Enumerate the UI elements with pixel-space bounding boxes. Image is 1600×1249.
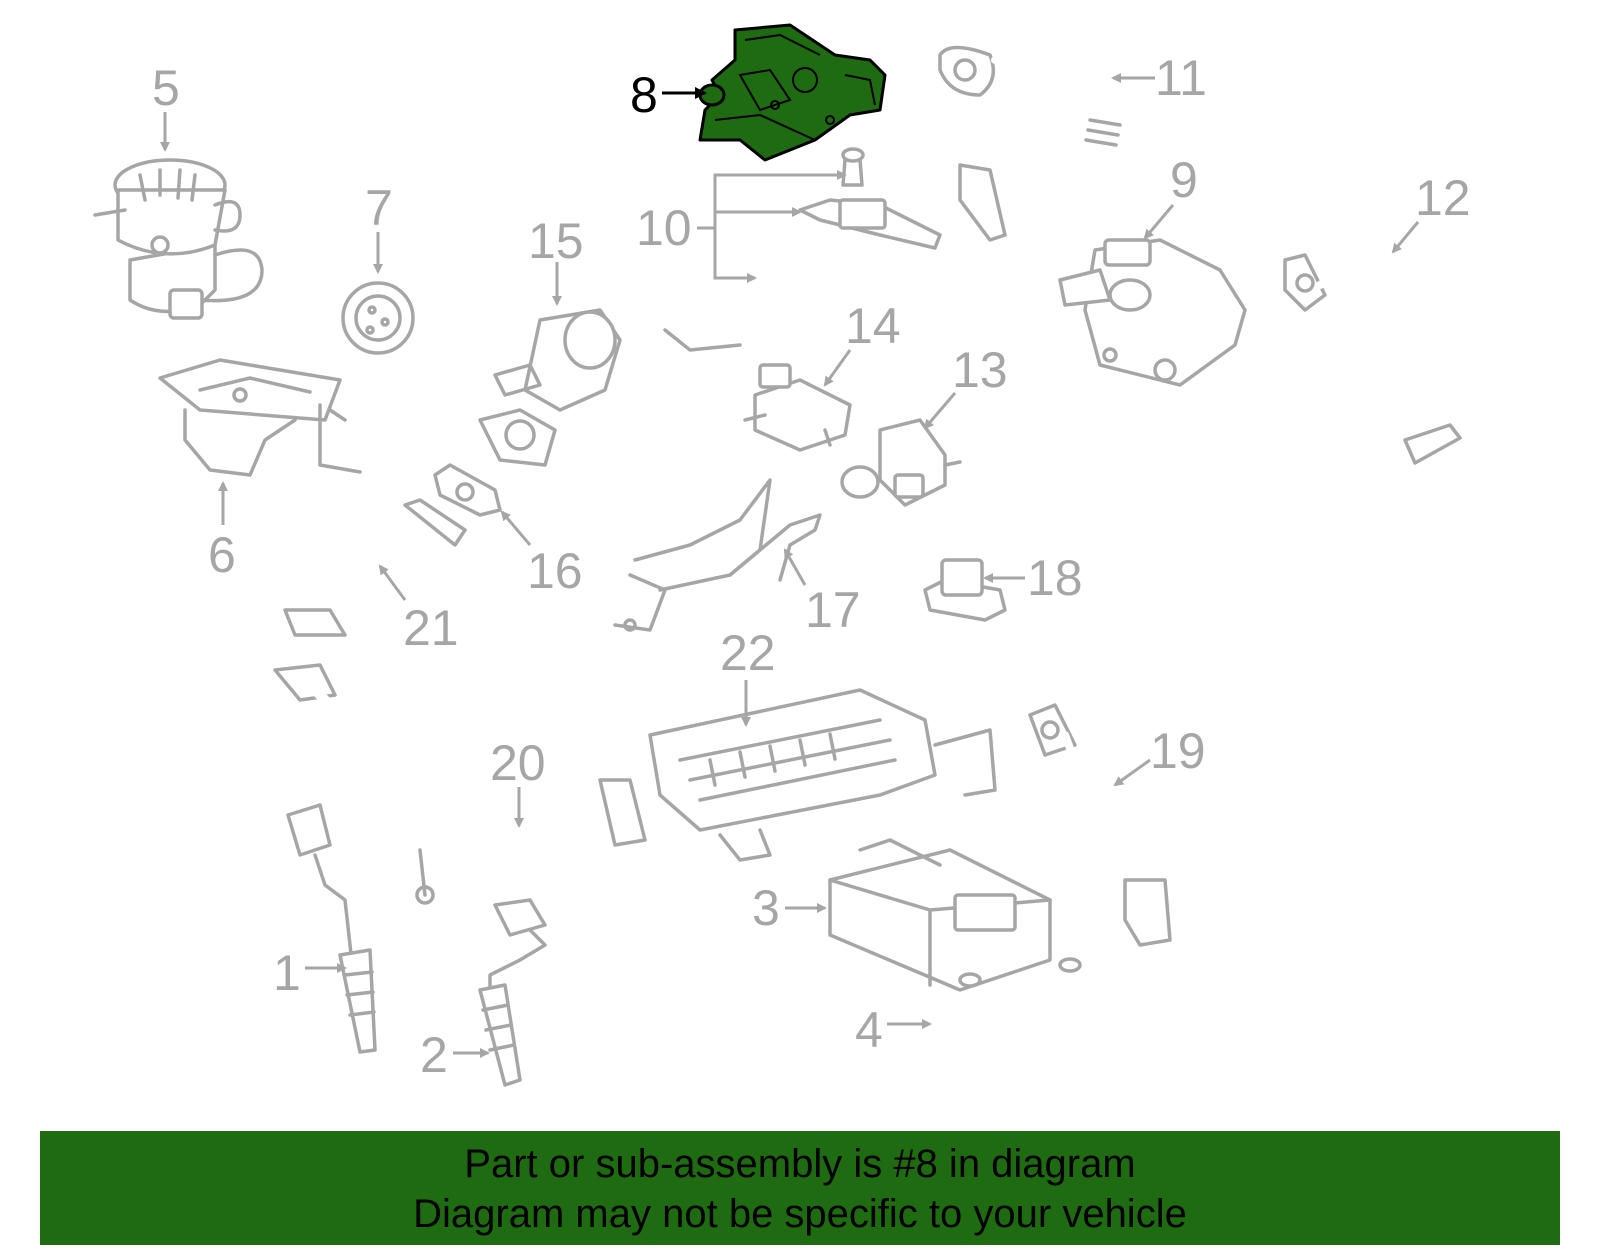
callout-19: 19 [1150,723,1206,779]
part-13-vsv[interactable] [840,418,962,507]
part-6-bracket[interactable] [158,358,362,477]
part-16-gasket[interactable] [433,463,502,517]
callout-2: 2 [420,1027,448,1083]
part-9-egr-valve[interactable] [1058,238,1247,387]
callout-20: 20 [490,735,546,791]
part-5-air-pump[interactable] [93,158,264,320]
callout-4: 4 [855,1002,883,1058]
callout-12: 12 [1415,170,1471,226]
callout-labels: 5 7 6 15 10 11 9 12 14 13 16 21 17 18 22… [152,50,1471,1083]
part-10-hose-assembly[interactable] [663,147,1018,352]
part-14-vsv[interactable] [743,363,852,452]
callout-7: 7 [365,180,393,236]
part-4-hose[interactable] [922,1007,1108,1088]
part-12-pipe[interactable] [1283,253,1462,465]
callout-3: 3 [752,880,780,936]
part-18-pipe[interactable] [923,435,1055,695]
callout-1: 1 [273,945,301,1001]
part-20-pipe[interactable] [273,663,647,905]
callout-15: 15 [528,213,584,269]
callout-9: 9 [1170,152,1198,208]
part-15-egr-valve[interactable] [478,308,622,467]
part-1-oxygen-sensor[interactable] [286,803,377,1054]
callout-18: 18 [1027,550,1083,606]
part-7-plug[interactable] [341,281,415,355]
banner-line-1: Part or sub-assembly is #8 in diagram [464,1142,1136,1186]
info-banner: Part or sub-assembly is #8 in diagram Di… [40,1131,1560,1245]
callout-14: 14 [845,298,901,354]
callout-8-highlighted: 8 [630,67,658,123]
banner-line-2: Diagram may not be specific to your vehi… [413,1192,1187,1236]
part-2-oxygen-sensor[interactable] [478,898,547,1087]
callout-11: 11 [1155,50,1207,106]
callout-16: 16 [527,543,583,599]
callout-22: 22 [720,625,776,681]
callout-17: 17 [805,582,861,638]
part-21-pipe[interactable] [283,498,467,637]
part-19-pipe[interactable] [1028,703,1172,947]
part-22-egr-cooler[interactable] [648,688,997,862]
callout-6: 6 [208,527,236,583]
parts-diagram: 5 7 6 15 10 11 9 12 14 13 16 21 17 18 22… [93,23,1471,1088]
part-3-canister[interactable] [828,838,1082,992]
part-8-highlighted[interactable] [698,23,887,162]
leader-lines [160,73,1420,1058]
callout-10: 10 [636,200,692,256]
part-11-pipe[interactable] [938,45,1122,242]
callout-13: 13 [952,342,1008,398]
callout-21: 21 [403,600,459,656]
part-17-bracket[interactable] [613,478,822,632]
callout-5: 5 [152,60,180,116]
